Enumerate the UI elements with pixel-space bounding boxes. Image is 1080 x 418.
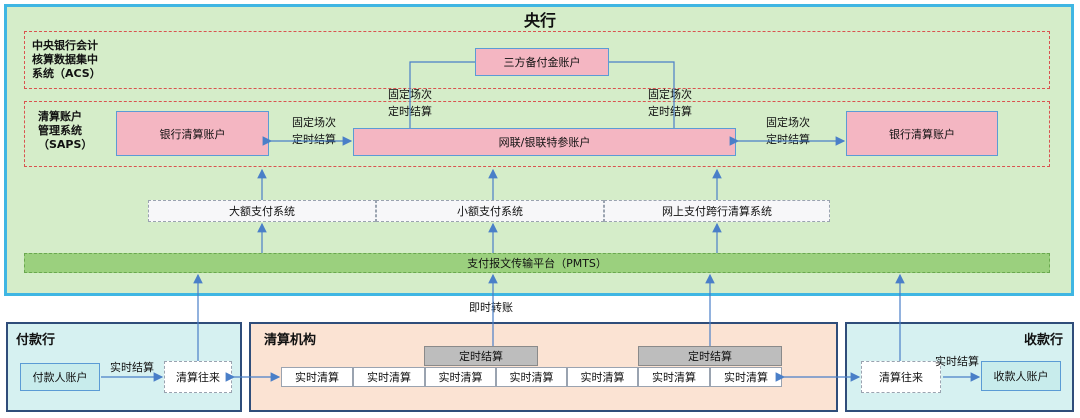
realtime-clearing-cell: 实时清算 xyxy=(353,367,425,387)
acs-label-line-3: 系统（ACS） xyxy=(32,67,101,80)
clearing-org-title: 清算机构 xyxy=(264,333,317,348)
fixed-right-line-2: 定时结算 xyxy=(766,133,810,146)
realtime-clearing-cell: 实时清算 xyxy=(638,367,710,387)
acs-label-line-1: 中央银行会计 xyxy=(32,39,98,52)
timed-settlement-left: 定时结算 xyxy=(424,346,538,366)
saps-label-line-3: （SAPS） xyxy=(38,138,93,151)
hvps-system: 大额支付系统 xyxy=(148,200,376,222)
acs-zone xyxy=(24,31,1050,89)
payee-account-box: 收款人账户 xyxy=(981,361,1061,391)
payer-account-box: 付款人账户 xyxy=(20,363,100,391)
ibps-system: 网上支付跨行清算系统 xyxy=(604,200,830,222)
realtime-clearing-cell: 实时清算 xyxy=(281,367,353,387)
acs-label: 中央银行会计 核算数据集中 系统（ACS） xyxy=(32,39,132,81)
realtime-clearing-cell: 实时清算 xyxy=(567,367,638,387)
fixed-settlement-top-right-label: 固定场次 定时结算 xyxy=(648,86,708,120)
saps-label: 清算账户 管理系统 （SAPS） xyxy=(38,110,118,152)
saps-zone xyxy=(24,101,1050,167)
realtime-clearing-cell: 实时清算 xyxy=(496,367,567,387)
instant-transfer-label: 即时转账 xyxy=(469,301,513,314)
realtime-clearing-cell: 实时清算 xyxy=(425,367,496,387)
payee-clearing-box: 清算往来 xyxy=(861,361,941,393)
fixed-settlement-top-left-label: 固定场次 定时结算 xyxy=(388,86,448,120)
realtime-clearing-cell: 实时清算 xyxy=(710,367,782,387)
fixed-left-line-2: 定时结算 xyxy=(292,133,336,146)
wanglian-special-account: 网联/银联特参账户 xyxy=(353,128,736,156)
acs-label-line-2: 核算数据集中 xyxy=(32,53,98,66)
timed-settlement-right: 定时结算 xyxy=(638,346,782,366)
fixed-right-line-1: 固定场次 xyxy=(766,116,810,129)
central-bank-title: 央行 xyxy=(523,11,556,30)
saps-label-line-2: 管理系统 xyxy=(38,124,82,137)
bank-clearing-account-right: 银行清算账户 xyxy=(846,111,998,156)
payee-realtime-settlement-label: 实时结算 xyxy=(935,355,979,368)
fixed-top-right-line-2: 定时结算 xyxy=(648,105,692,118)
fixed-top-left-line-1: 固定场次 xyxy=(388,88,432,101)
fixed-settlement-left-label: 固定场次 定时结算 xyxy=(292,114,352,148)
beps-system: 小额支付系统 xyxy=(376,200,604,222)
fixed-settlement-right-label: 固定场次 定时结算 xyxy=(766,114,826,148)
pmts-bar: 支付报文传输平台（PMTS） xyxy=(24,253,1050,273)
payer-realtime-settlement-label: 实时结算 xyxy=(110,361,154,374)
fixed-top-left-line-2: 定时结算 xyxy=(388,105,432,118)
fixed-top-right-line-1: 固定场次 xyxy=(648,88,692,101)
bank-clearing-account-left: 银行清算账户 xyxy=(116,111,269,156)
sanfang-account-box: 三方备付金账户 xyxy=(475,48,609,76)
payer-clearing-box: 清算往来 xyxy=(164,361,232,393)
payee-bank-title: 收款行 xyxy=(1024,333,1064,348)
payer-bank-title: 付款行 xyxy=(16,333,56,348)
fixed-left-line-1: 固定场次 xyxy=(292,116,336,129)
saps-label-line-1: 清算账户 xyxy=(38,110,82,123)
